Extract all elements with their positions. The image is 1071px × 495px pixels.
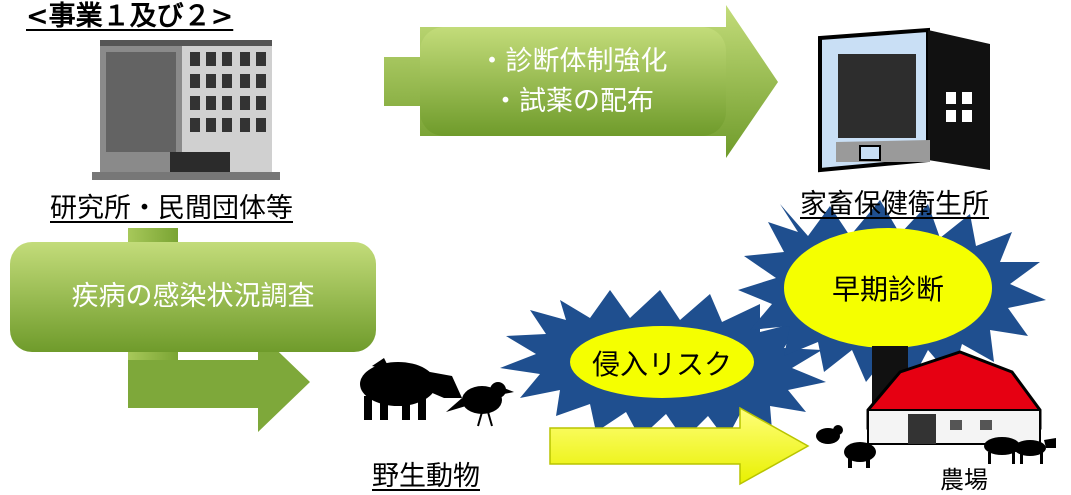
bird-icon [446, 382, 514, 427]
small-animals-icon [816, 425, 876, 468]
yellow-arrow-shape [549, 406, 810, 486]
lab-building-icon [92, 40, 280, 180]
barn-icon [866, 346, 1042, 445]
top-arrow-line2: ・試薬の配布 [492, 86, 654, 117]
top-arrow-line1: ・診断体制強化 [478, 46, 668, 77]
risk-burst-text: 侵入リスク [591, 348, 732, 381]
health-center-label: 家畜保健衛生所 [800, 189, 989, 220]
farm-label: 農場 [940, 466, 988, 494]
lab-label: 研究所・民間団体等 [50, 193, 293, 224]
early-burst-text: 早期診断 [831, 273, 944, 306]
survey-arrow-shape [10, 228, 376, 432]
section-heading: <事業１及び２> [26, 1, 234, 32]
health-center-building-icon [818, 27, 990, 173]
cattle-icon [984, 437, 1056, 464]
top-arrow-text: ・診断体制強化 ・試薬の配布 [420, 42, 726, 122]
survey-arrow-text: 疾病の感染状況調査 [71, 281, 315, 312]
wild-boar-icon [360, 358, 462, 420]
wildlife-label: 野生動物 [372, 461, 480, 492]
